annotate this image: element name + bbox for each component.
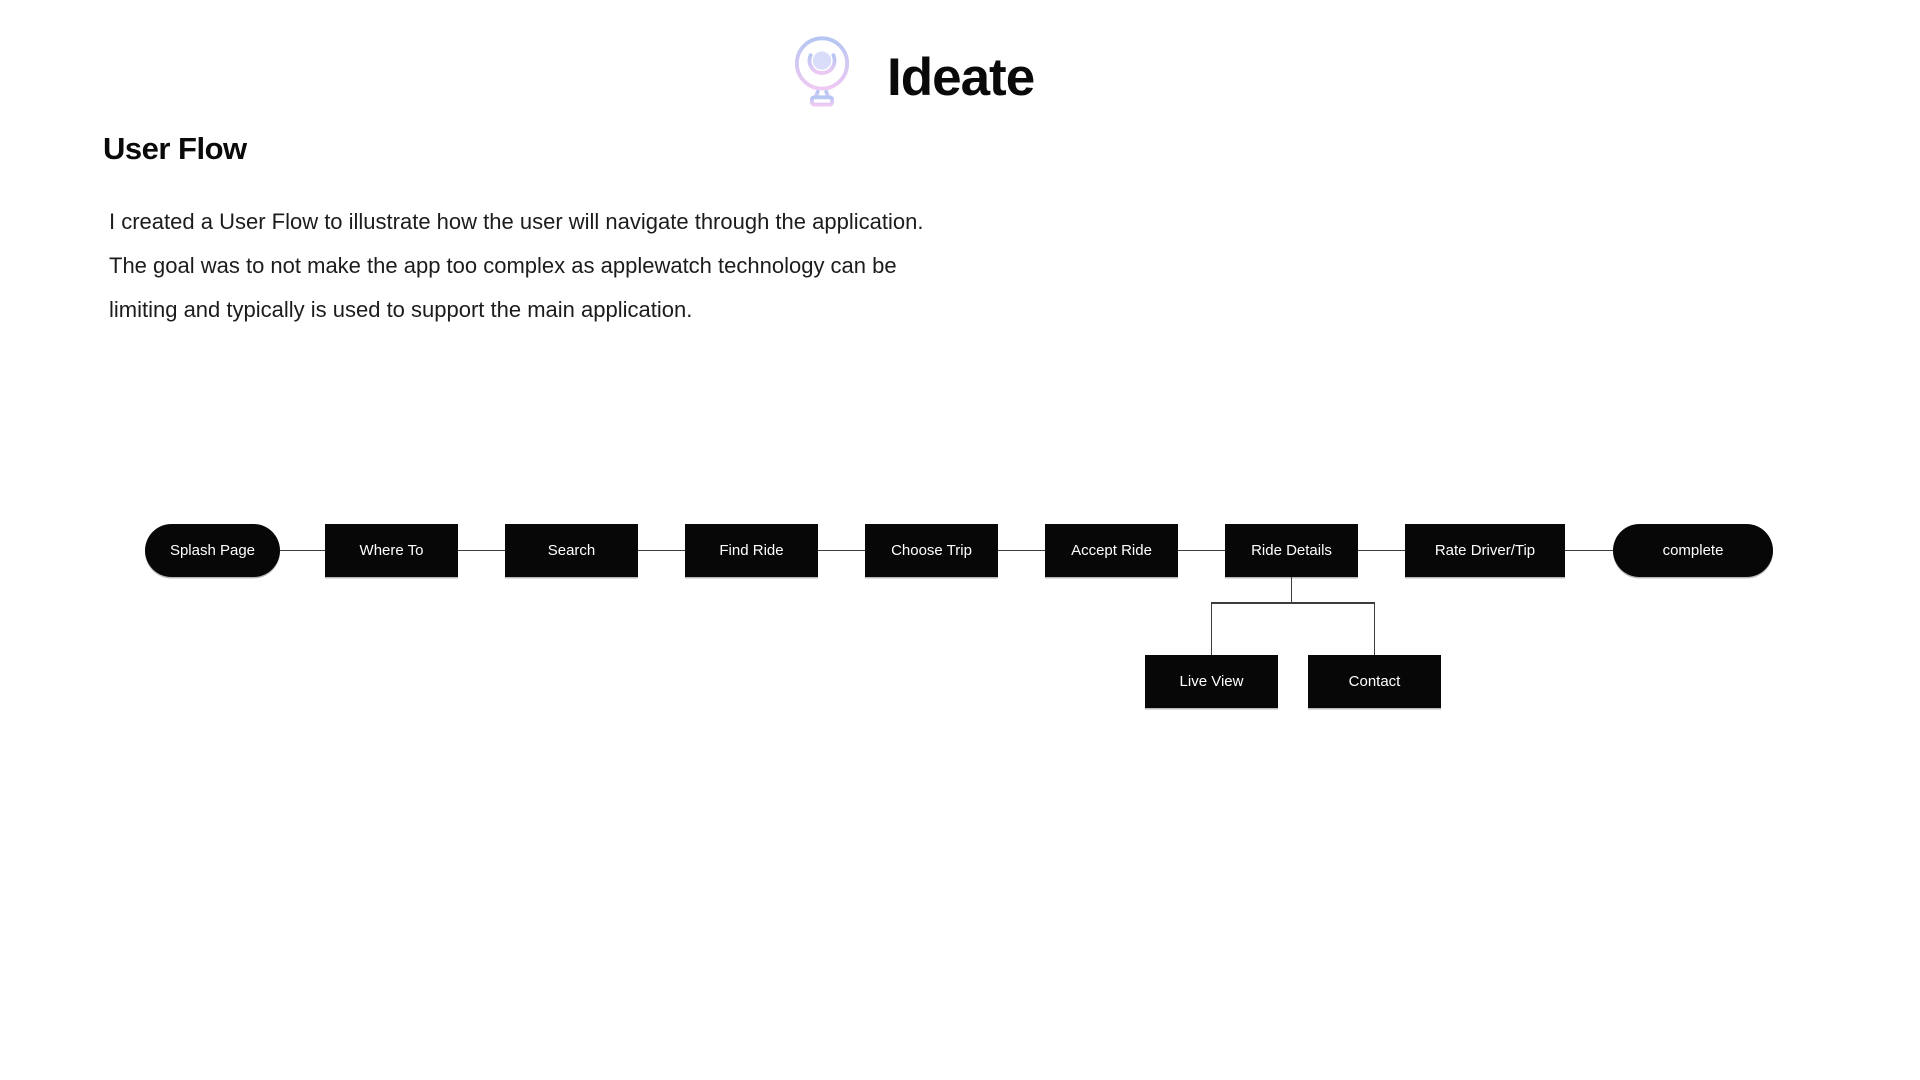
flow-branch-drop bbox=[1210, 602, 1213, 655]
flow-node-label: Search bbox=[547, 542, 596, 559]
flow-node-label: Find Ride bbox=[719, 542, 784, 559]
flow-connector bbox=[1178, 549, 1225, 551]
flow-node-rate-driver-tip: Rate Driver/Tip bbox=[1405, 524, 1565, 577]
flow-node-label: Choose Trip bbox=[891, 542, 972, 559]
flow-branch-rail bbox=[1210, 602, 1376, 604]
flow-connector bbox=[1565, 549, 1613, 551]
flow-node-label: complete bbox=[1662, 542, 1724, 559]
flow-node-ride-details: Ride Details bbox=[1225, 524, 1358, 577]
flow-node-complete: complete bbox=[1613, 524, 1773, 577]
flow-node-label: Ride Details bbox=[1251, 542, 1332, 559]
flow-node-live-view: Live View bbox=[1145, 655, 1278, 708]
flow-node-label: Contact bbox=[1348, 673, 1401, 690]
flow-connector bbox=[1358, 549, 1405, 551]
flow-node-label: Live View bbox=[1179, 673, 1244, 690]
header: Ideate bbox=[793, 36, 1035, 118]
flow-node-find-ride: Find Ride bbox=[685, 524, 818, 577]
flow-branch-stem bbox=[1290, 577, 1293, 602]
flow-node-label: Where To bbox=[359, 542, 424, 559]
flow-connector bbox=[818, 549, 865, 551]
page-title: Ideate bbox=[887, 47, 1035, 107]
flow-node-label: Accept Ride bbox=[1071, 542, 1152, 559]
flow-connector bbox=[458, 549, 505, 551]
flow-node-search: Search bbox=[505, 524, 638, 577]
flow-node-splash-page: Splash Page bbox=[145, 524, 280, 577]
intro-line: I created a User Flow to illustrate how … bbox=[109, 209, 924, 234]
flow-connector bbox=[998, 549, 1045, 551]
flow-node-label: Rate Driver/Tip bbox=[1434, 542, 1536, 559]
flow-connector bbox=[280, 549, 325, 551]
flow-branch-drop bbox=[1373, 602, 1376, 655]
intro-line: limiting and typically is used to suppor… bbox=[109, 297, 693, 322]
section-title: User Flow bbox=[103, 131, 247, 166]
flow-connector bbox=[638, 549, 685, 551]
lightbulb-icon bbox=[794, 36, 850, 113]
flow-node-where-to: Where To bbox=[325, 524, 458, 577]
flow-node-choose-trip: Choose Trip bbox=[865, 524, 998, 577]
flow-node-label: Splash Page bbox=[169, 542, 256, 559]
intro-paragraph: I created a User Flow to illustrate how … bbox=[109, 200, 923, 332]
intro-line: The goal was to not make the app too com… bbox=[109, 253, 897, 278]
flow-node-accept-ride: Accept Ride bbox=[1045, 524, 1178, 577]
flow-node-contact: Contact bbox=[1308, 655, 1441, 708]
